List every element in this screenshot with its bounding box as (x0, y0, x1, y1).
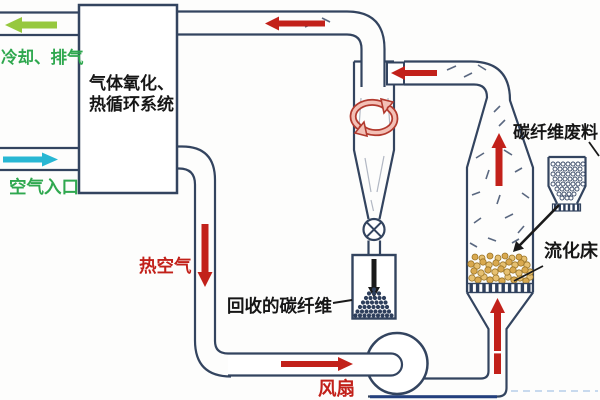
fiber-waste-label: 碳纤维废料 (513, 122, 598, 142)
flow-arrow-up-vessel-icon (491, 133, 507, 186)
collection-box (351, 253, 397, 320)
pipe-hotair-wall-a (177, 145, 229, 355)
air-inlet-right-arrow-icon (3, 152, 58, 167)
fluidized-bed-label: 流化床 (544, 240, 599, 261)
flow-arrow-down-hotair-icon (197, 224, 213, 287)
fluidized-bed-vessel (304, 17, 534, 294)
fan-label: 风扇 (318, 378, 355, 399)
flow-arrow-right-to-fan-icon (281, 357, 353, 371)
valve-drop-pipe (367, 240, 382, 255)
pipe-return-inner (177, 33, 363, 87)
distributor-plate (466, 282, 534, 294)
pipe-vessel-left-wall (404, 83, 489, 293)
system-box (77, 3, 179, 195)
air-inlet-label: 空气入口 (9, 177, 79, 197)
hot-air-label: 热空气 (139, 256, 192, 276)
pipe-funnel-right-riser (368, 291, 534, 398)
cooling-exhaust-label: 冷却、排气 (1, 47, 84, 67)
pipe-funnel-left-riser (424, 291, 490, 380)
waste-hopper (513, 155, 587, 252)
fluidized-bed-pointer-line (513, 265, 544, 282)
pipe-return-outer (177, 10, 386, 87)
hopper-outline (547, 155, 587, 204)
flow-arrow-up-riser-icon (490, 298, 505, 374)
waste-pointer-line (588, 141, 600, 157)
feed-arrow-icon (513, 204, 560, 252)
cyclone-swirl-icon (349, 97, 399, 138)
pipe-network (0, 10, 535, 398)
cyclone-right-wall (378, 61, 396, 220)
collected-fiber-pile (353, 287, 394, 318)
black-down-arrow-icon (368, 259, 380, 298)
riser-arrow-gap (492, 351, 503, 354)
cyclone-left-wall (352, 61, 370, 220)
rotary-valve-icon (362, 217, 386, 242)
system-box-label-line1: 气体氧化、 (88, 73, 174, 93)
recycled-fiber-pointer-line (332, 299, 353, 304)
system-box-label-line2: 热循环系统 (89, 94, 174, 114)
fiber-dashes (304, 17, 530, 248)
flow-arrow-left-top-icon (265, 16, 325, 31)
pipe-vessel-right-wall (404, 60, 535, 293)
cyclone-separator (349, 60, 405, 255)
hopper-particles (550, 161, 586, 201)
pipe-hotair-wall-b (177, 167, 232, 378)
recycled-fiber-label: 回收的碳纤维 (227, 296, 332, 316)
exhaust-left-arrow-icon (5, 17, 57, 33)
fluidized-bed-particles (467, 252, 534, 285)
flow-arrow-left-cyclone-inlet-icon (391, 66, 437, 80)
